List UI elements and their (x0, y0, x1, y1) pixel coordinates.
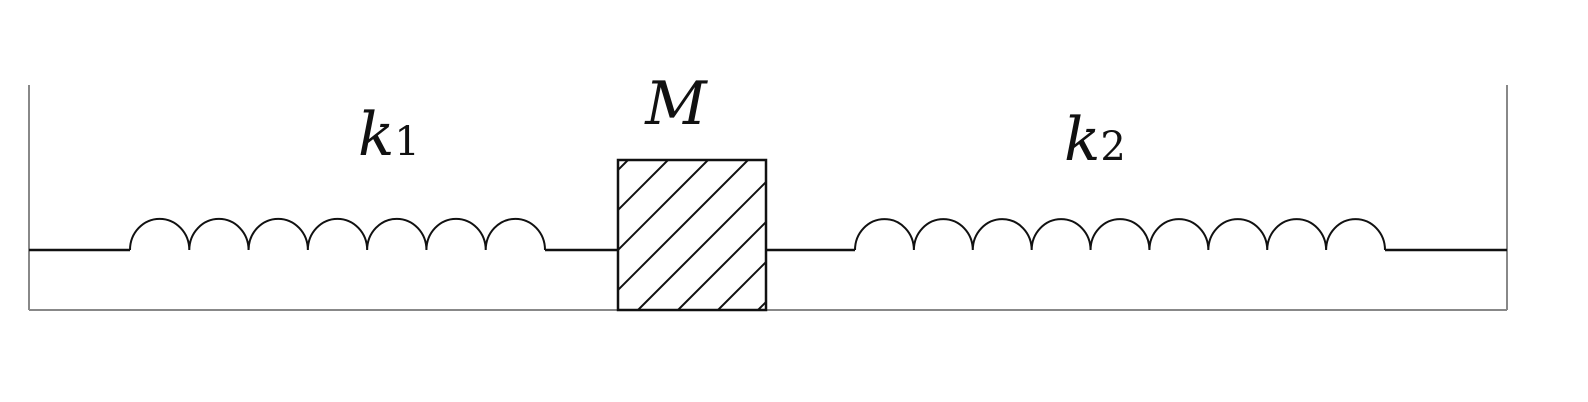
mass-label: M (644, 69, 708, 139)
mass-block-outline (616, 158, 768, 312)
hatch-line (717, 260, 766, 310)
hatch-line (757, 300, 766, 310)
spring-left-symbol: k (358, 100, 394, 170)
spring-right-subscript: 2 (1100, 124, 1125, 170)
mass-block-hatching (618, 160, 766, 310)
spring-left-coils (129, 217, 546, 251)
hatch-line (618, 160, 669, 212)
spring-right (766, 218, 1507, 252)
spring-left-label: k1 (358, 100, 420, 170)
spring-right-label: k2 (1064, 105, 1126, 175)
spring-left-subscript: 1 (394, 119, 419, 165)
mass-block (616, 158, 768, 312)
hatch-line (677, 220, 766, 310)
spring-right-coils (854, 218, 1386, 251)
spring-right-symbol: k (1064, 105, 1100, 175)
hatch-line (618, 160, 629, 172)
hatch-line (637, 180, 766, 310)
hatch-line (618, 160, 709, 252)
hatch-line (618, 160, 749, 292)
spring-left (29, 217, 618, 252)
